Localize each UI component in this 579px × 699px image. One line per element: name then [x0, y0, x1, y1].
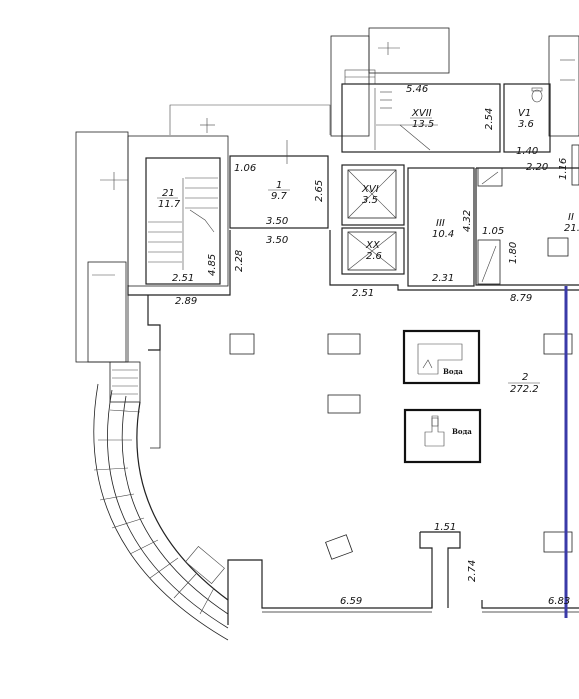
- dim-label: 3.50: [266, 235, 288, 246]
- room-iii-area: 10.4: [432, 229, 454, 240]
- room-1-num: 1: [276, 180, 282, 191]
- water-box-1: [402, 329, 481, 385]
- room-iii-num: III: [436, 218, 445, 229]
- dim-label: 6.59: [340, 596, 362, 607]
- dim-label: 4.85: [207, 254, 218, 276]
- dim-label: 2.51: [352, 288, 374, 299]
- dim-label: 4.32: [462, 210, 473, 232]
- dim-label: 2.51: [172, 273, 194, 284]
- room-ii-num: II: [568, 212, 574, 223]
- dim-label: 2.54: [484, 108, 495, 130]
- dimension-labels: 5.46 2.54 1.40 2.20 1.16 1.06 2.65 3.50 …: [172, 84, 570, 607]
- room-ii: [475, 144, 579, 286]
- water-label-1: Вода: [443, 367, 463, 376]
- dim-label: 2.74: [467, 560, 478, 582]
- dim-label: 2.65: [314, 180, 325, 202]
- dim-label: 3.50: [266, 216, 288, 227]
- dim-label: 2.20: [526, 162, 548, 173]
- room-xvii: [341, 83, 501, 153]
- dim-label: 6.83: [548, 596, 570, 607]
- room-xx-num: XX: [365, 240, 381, 251]
- room-xvii-num: XVII: [411, 108, 432, 119]
- room-v1: [503, 83, 551, 153]
- room-xx-area: 2.6: [366, 251, 382, 262]
- room-21: [75, 131, 229, 363]
- room-xvi: [341, 164, 405, 226]
- room-v1-area: 3.6: [518, 119, 534, 130]
- dim-label: 2.28: [234, 250, 245, 272]
- room-xvii-area: 13.5: [412, 119, 434, 130]
- room-1: [229, 140, 329, 229]
- room-ii-area: 21.: [564, 223, 579, 234]
- dim-label: 1.40: [516, 146, 538, 157]
- room-iii: [407, 167, 475, 287]
- water-box-2: [403, 408, 482, 464]
- water-label-2: Вода: [452, 427, 472, 436]
- room-v1-num: V1: [518, 108, 531, 119]
- columns: [229, 333, 573, 560]
- main-hall-walls: [127, 230, 579, 625]
- dim-label: 1.51: [434, 522, 456, 533]
- room-xvi-num: XVI: [361, 184, 379, 195]
- dim-label: 8.79: [510, 293, 532, 304]
- room-21-area: 11.7: [158, 199, 181, 210]
- room-xx: [341, 227, 405, 275]
- dim-label: 2.89: [175, 296, 197, 307]
- dim-label: 1.80: [508, 242, 519, 264]
- room-2-num: 2: [522, 372, 528, 383]
- dim-label: 2.31: [432, 273, 454, 284]
- room-21-num: 21: [162, 188, 175, 199]
- room-xvi-area: 3.5: [362, 195, 378, 206]
- curved-stair: [87, 261, 229, 641]
- dim-label: 1.16: [558, 158, 569, 180]
- dim-label: 5.46: [406, 84, 428, 95]
- room-2-area: 272.2: [510, 384, 539, 395]
- upper-frame: [169, 104, 331, 135]
- room-labels: XVII 13.5 V1 3.6 21 11.7 1 9.7 XVI 3.5 X…: [157, 108, 579, 436]
- upper-stair-block: [330, 27, 579, 137]
- dim-label: 1.06: [234, 163, 256, 174]
- dim-label: 1.05: [482, 226, 504, 237]
- room-1-area: 9.7: [271, 191, 288, 202]
